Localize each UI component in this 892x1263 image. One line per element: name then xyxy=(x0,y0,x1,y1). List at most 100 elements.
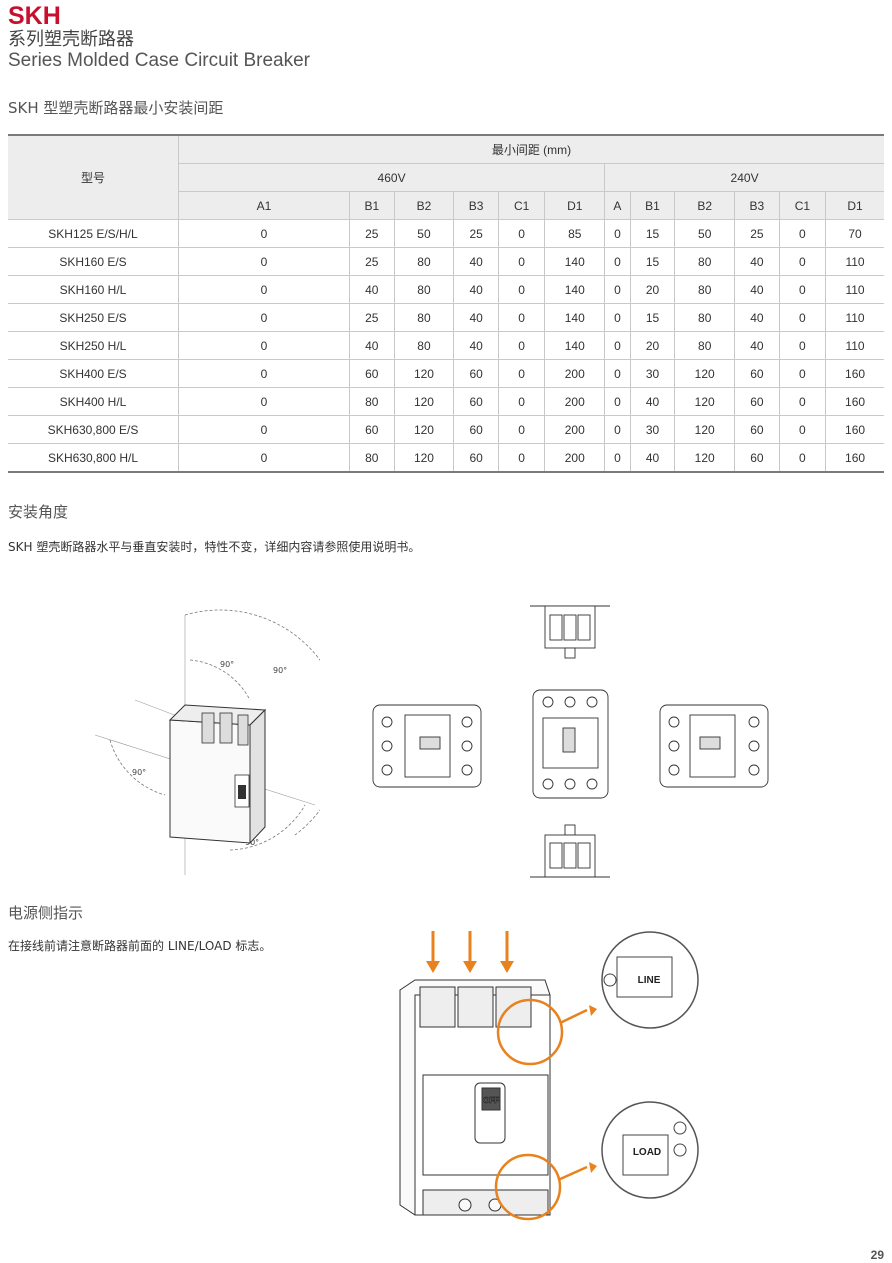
value-cell: 0 xyxy=(497,219,546,248)
value-cell: 80 xyxy=(674,303,736,332)
value-cell: 0 xyxy=(604,303,631,332)
load-label: LOAD xyxy=(633,1147,661,1158)
value-cell: 60 xyxy=(734,415,780,444)
mounting-angle-diagram: 90° 90° 90° 90° xyxy=(94,609,320,875)
breaker-left-view-icon xyxy=(372,704,482,788)
value-cell: 70 xyxy=(825,219,884,248)
model-cell: SKH250 E/S xyxy=(8,303,179,332)
value-cell: 60 xyxy=(734,387,780,416)
value-cell: 20 xyxy=(629,275,676,304)
value-cell: 40 xyxy=(734,303,780,332)
model-header: 型号 xyxy=(8,134,179,220)
angle-heading: 安装角度 xyxy=(8,503,69,521)
value-cell: 60 xyxy=(453,359,499,388)
value-cell: 60 xyxy=(453,387,499,416)
value-cell: 0 xyxy=(497,387,546,416)
voltage-240-header: 240V xyxy=(604,163,884,192)
value-cell: 0 xyxy=(778,387,827,416)
value-cell: 60 xyxy=(734,359,780,388)
value-cell: 40 xyxy=(629,387,676,416)
value-cell: 110 xyxy=(825,247,884,276)
load-highlight xyxy=(494,1153,562,1221)
angle-label-1: 90° xyxy=(220,660,234,669)
angle-label-3: 90° xyxy=(132,768,146,777)
breaker-iso-icon xyxy=(168,704,267,845)
value-cell: 0 xyxy=(178,303,350,332)
value-cell: 40 xyxy=(734,247,780,276)
value-cell: 30 xyxy=(629,359,676,388)
value-cell: 15 xyxy=(629,219,676,248)
model-cell: SKH250 H/L xyxy=(8,331,179,360)
angle-text: SKH 塑壳断路器水平与垂直安装时，特性不变，详细内容请参照使用说明书。 xyxy=(8,540,421,554)
value-cell: 0 xyxy=(497,247,546,276)
value-cell: 0 xyxy=(178,443,350,473)
value-cell: 160 xyxy=(825,387,884,416)
value-cell: 0 xyxy=(178,247,350,276)
brand-logo: SKH xyxy=(8,2,61,30)
line-label: LINE xyxy=(638,975,661,986)
value-cell: 25 xyxy=(453,219,499,248)
model-cell: SKH630,800 E/S xyxy=(8,415,179,444)
value-cell: 0 xyxy=(778,415,827,444)
value-cell: 50 xyxy=(674,219,736,248)
value-cell: 60 xyxy=(349,359,395,388)
col-header-240: B1 xyxy=(629,191,676,220)
angle-label-2: 90° xyxy=(273,666,287,675)
value-cell: 0 xyxy=(604,275,631,304)
value-cell: 120 xyxy=(674,415,736,444)
breaker-top-view-icon xyxy=(530,605,610,659)
col-header-460: D1 xyxy=(544,191,606,220)
series-title-cn: 系列塑壳断路器 xyxy=(8,29,134,50)
breaker-right-view-icon xyxy=(659,704,769,788)
off-label: OFF xyxy=(483,1096,499,1105)
col-header-460: C1 xyxy=(497,191,546,220)
col-header-240: C1 xyxy=(778,191,827,220)
col-header-240: B2 xyxy=(674,191,736,220)
value-cell: 0 xyxy=(778,247,827,276)
value-cell: 40 xyxy=(453,331,499,360)
value-cell: 120 xyxy=(393,415,455,444)
value-cell: 160 xyxy=(825,359,884,388)
value-cell: 0 xyxy=(604,219,631,248)
value-cell: 20 xyxy=(629,331,676,360)
col-header-240: B3 xyxy=(734,191,780,220)
series-title-en: Series Molded Case Circuit Breaker xyxy=(8,50,311,71)
value-cell: 0 xyxy=(178,415,350,444)
value-cell: 0 xyxy=(178,275,350,304)
value-cell: 0 xyxy=(497,303,546,332)
value-cell: 0 xyxy=(497,275,546,304)
value-cell: 140 xyxy=(544,303,606,332)
min-distance-header: 最小间距 (mm) xyxy=(178,134,884,164)
value-cell: 160 xyxy=(825,415,884,444)
value-cell: 40 xyxy=(349,275,395,304)
value-cell: 140 xyxy=(544,331,606,360)
value-cell: 110 xyxy=(825,275,884,304)
value-cell: 25 xyxy=(734,219,780,248)
col-header-240: D1 xyxy=(825,191,884,220)
model-cell: SKH125 E/S/H/L xyxy=(8,219,179,248)
value-cell: 0 xyxy=(604,331,631,360)
model-cell: SKH400 E/S xyxy=(8,359,179,388)
value-cell: 140 xyxy=(544,275,606,304)
breaker-front-view-icon xyxy=(532,689,609,799)
value-cell: 80 xyxy=(674,275,736,304)
page-number: 29 xyxy=(870,1248,884,1262)
value-cell: 60 xyxy=(453,443,499,473)
value-cell: 80 xyxy=(393,331,455,360)
angle-label-4: 90° xyxy=(245,838,259,847)
value-cell: 0 xyxy=(497,359,546,388)
value-cell: 110 xyxy=(825,331,884,360)
col-header-460: B2 xyxy=(393,191,455,220)
value-cell: 0 xyxy=(178,387,350,416)
value-cell: 50 xyxy=(393,219,455,248)
value-cell: 0 xyxy=(604,443,631,473)
value-cell: 110 xyxy=(825,303,884,332)
value-cell: 200 xyxy=(544,387,606,416)
power-heading: 电源侧指示 xyxy=(8,904,84,922)
